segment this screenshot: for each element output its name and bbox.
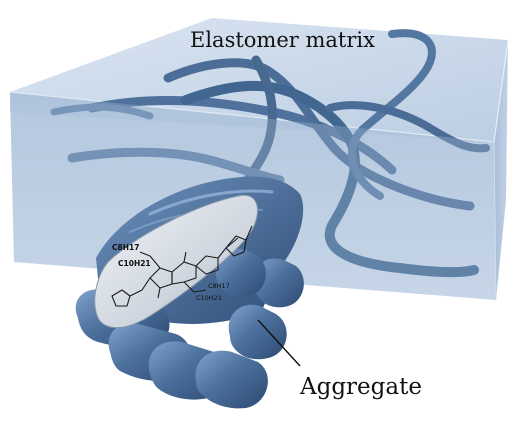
label-aggregate: Aggregate bbox=[299, 374, 422, 400]
aggregate-highlight bbox=[148, 189, 274, 216]
fiber-strand bbox=[347, 29, 436, 200]
molecule-side-chain-label: C8H17 bbox=[112, 243, 139, 252]
fiber-strand bbox=[67, 147, 285, 185]
fiber-strand bbox=[181, 80, 479, 278]
fiber-strand bbox=[163, 58, 475, 211]
label-aggregate-group: Aggregate bbox=[257, 319, 422, 400]
fiber-strand bbox=[50, 103, 154, 120]
fiber-strand bbox=[326, 101, 490, 153]
molecule-inset: C8H17 C10H21 C10H21 C8H17 bbox=[94, 194, 258, 329]
molecule-side-chain-label: C8H17 bbox=[208, 282, 230, 290]
aggregate-finger bbox=[195, 350, 268, 409]
aggregate-leader-line bbox=[257, 319, 301, 367]
molecule-side-chain-label: C10H21 bbox=[196, 294, 222, 302]
thiophene-ring-left bbox=[111, 289, 131, 307]
aggregate-finger bbox=[215, 248, 266, 298]
molecule-inset-capsule bbox=[94, 194, 258, 329]
label-elastomer-matrix: Elastomer matrix bbox=[190, 28, 375, 52]
molecule-structure bbox=[111, 225, 253, 307]
thiophene-ring-right bbox=[195, 255, 219, 275]
matrix-edge bbox=[493, 141, 497, 301]
matrix-side-face bbox=[494, 40, 508, 300]
label-matrix-group: Elastomer matrix bbox=[190, 28, 375, 52]
thiophene-ring-far bbox=[225, 235, 247, 257]
aggregate-finger bbox=[253, 258, 304, 308]
molecule-side-chain-label: C10H21 bbox=[118, 259, 151, 268]
aggregate-finger bbox=[228, 304, 287, 360]
